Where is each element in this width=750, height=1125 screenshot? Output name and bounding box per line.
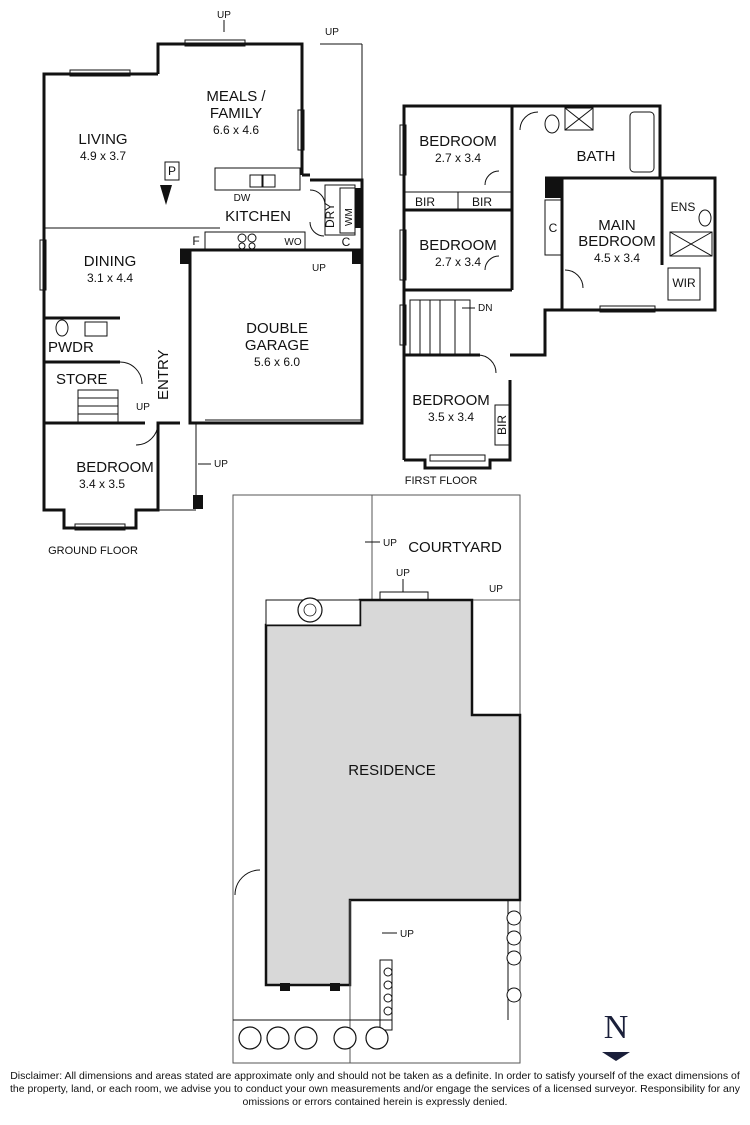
wall-oven-label: WO (284, 237, 301, 248)
main-bedroom-label: MAIN (598, 217, 636, 234)
bir-label-3: BIR (495, 415, 509, 435)
dn-label: DN (478, 303, 492, 314)
dining-label: DINING (84, 253, 137, 270)
ensuite-label: ENS (671, 200, 696, 214)
kitchen-label: KITCHEN (225, 208, 291, 225)
first-floor-stairs (409, 299, 471, 356)
bedroom-3-size: 3.5 x 3.4 (428, 410, 474, 424)
dishwasher-label: DW (234, 193, 251, 204)
meals-family-size: 6.6 x 4.6 (213, 123, 259, 137)
up-label-2: UP (325, 27, 339, 38)
meals-family-label-2: FAMILY (210, 105, 262, 122)
first-floor-plan (399, 104, 717, 470)
kitchen-island (214, 167, 301, 191)
ground-bedroom-label: BEDROOM (76, 459, 154, 476)
disclaimer-text: Disclaimer: All dimensions and areas sta… (10, 1070, 740, 1108)
up-label-4: UP (136, 402, 150, 413)
residence-label: RESIDENCE (348, 762, 436, 779)
cupboard-label-ground: C (342, 235, 351, 249)
site-plan (232, 494, 522, 1064)
pwdr-label: PWDR (48, 339, 94, 356)
living-label: LIVING (78, 131, 127, 148)
main-bedroom-size: 4.5 x 3.4 (594, 251, 640, 265)
ground-stairs (77, 389, 119, 423)
site-up-label-1: UP (383, 538, 397, 549)
bedroom-2-size: 2.7 x 3.4 (435, 255, 481, 269)
ground-floor-caption: GROUND FLOOR (48, 545, 138, 557)
bedroom-3-label: BEDROOM (412, 392, 490, 409)
residence-footprint (264, 598, 522, 987)
store-label: STORE (56, 371, 107, 388)
garage-size: 5.6 x 6.0 (254, 355, 300, 369)
washing-machine-label: WM (344, 208, 355, 226)
site-up-label-4: UP (400, 929, 414, 940)
north-letter: N (604, 1009, 629, 1046)
garage-label-2: GARAGE (245, 337, 309, 354)
cupboard-label-first: C (549, 221, 558, 235)
site-up-label-2: UP (396, 568, 410, 579)
kitchen-bench (204, 231, 306, 251)
meals-family-label: MEALS / (206, 88, 266, 105)
bedroom-2-label: BEDROOM (419, 237, 497, 254)
garage-label: DOUBLE (246, 320, 308, 337)
wir-label: WIR (672, 276, 696, 290)
bedroom-1-label: BEDROOM (419, 133, 497, 150)
north-compass: N (602, 1009, 630, 1061)
dining-size: 3.1 x 4.4 (87, 271, 133, 285)
fridge-label: F (192, 234, 199, 248)
dryer-label: DRY (323, 203, 337, 228)
north-arrow-icon (602, 1052, 630, 1061)
first-floor-caption: FIRST FLOOR (405, 475, 478, 487)
entry-label: ENTRY (155, 349, 172, 400)
up-label-3: UP (312, 263, 326, 274)
site-up-label-3: UP (489, 584, 503, 595)
living-size: 4.9 x 3.7 (80, 149, 126, 163)
up-label-1: UP (217, 10, 231, 21)
up-label-5: UP (214, 459, 228, 470)
site-plants (238, 597, 522, 1050)
bath-label: BATH (577, 148, 616, 165)
ground-floor-plan (39, 39, 364, 531)
pantry-label: P (168, 164, 176, 178)
bir-label-1: BIR (415, 195, 435, 209)
ground-bedroom-size: 3.4 x 3.5 (79, 477, 125, 491)
bedroom-1-size: 2.7 x 3.4 (435, 151, 481, 165)
main-bedroom-label-2: BEDROOM (578, 233, 656, 250)
bir-label-2: BIR (472, 195, 492, 209)
courtyard-label: COURTYARD (408, 539, 502, 556)
